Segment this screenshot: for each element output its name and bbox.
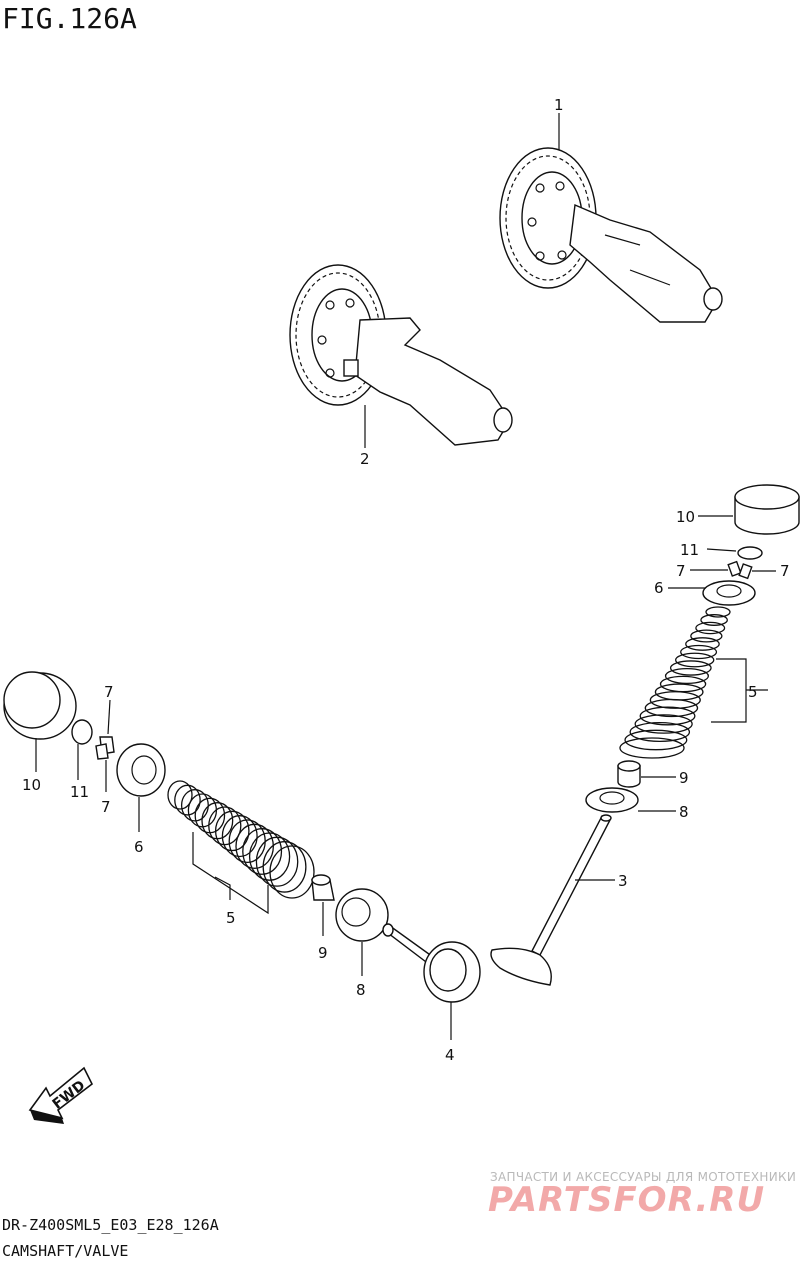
spring-coil (248, 832, 291, 881)
intake-valve[interactable] (382, 923, 481, 1003)
callout-4: 4 (445, 1046, 455, 1064)
camshaft-intake[interactable] (289, 264, 513, 446)
callout-5-left: 5 (226, 909, 236, 927)
spring-coil (174, 784, 201, 816)
callout-7-left-bottom: 7 (101, 798, 111, 816)
callout-11-right: 11 (680, 541, 699, 559)
valve-spring-seat-left[interactable] (335, 888, 389, 942)
spring-coil (262, 841, 307, 893)
spring-coil (674, 652, 715, 668)
fwd-arrow-icon: FWD (28, 1066, 94, 1124)
callout-1: 1 (554, 96, 564, 114)
spring-coil (214, 810, 250, 852)
exhaust-valve[interactable] (490, 814, 612, 986)
spring-coil (649, 691, 701, 709)
section-name: CAMSHAFT/VALVE (2, 1242, 129, 1260)
callout-11-left: 11 (70, 783, 89, 801)
spring-coil (634, 714, 693, 734)
spring-coil (700, 614, 728, 626)
spring-coil (624, 729, 688, 751)
spring-coil (680, 644, 718, 660)
valve-lifter-left[interactable] (3, 671, 77, 740)
camshaft-exhaust[interactable] (499, 147, 723, 323)
callout-10-left: 10 (22, 776, 41, 794)
valve-stem-seal-left[interactable] (311, 874, 335, 901)
spring-coil (664, 667, 710, 685)
model-code: DR-Z400SML5_E03_E28_126A (2, 1216, 219, 1234)
valve-lifter-right[interactable] (734, 484, 800, 535)
valve-shim-left[interactable] (71, 719, 93, 745)
spring-coil (235, 823, 274, 869)
spring-coil (180, 789, 209, 822)
valve-cotter-left[interactable] (95, 736, 115, 760)
callout-9-right: 9 (679, 769, 689, 787)
spring-coil (644, 698, 699, 718)
spring-coil (221, 815, 258, 858)
spring-coil (695, 621, 726, 635)
figure-title: FIG.126A (2, 2, 137, 35)
callout-10-right: 10 (676, 508, 695, 526)
callout-8-right: 8 (679, 803, 689, 821)
spring-coil (619, 737, 685, 759)
valve-shim-right[interactable] (737, 546, 763, 560)
spring-coil (629, 721, 691, 743)
callout-5-right: 5 (748, 683, 758, 701)
callout-9-left: 9 (318, 944, 328, 962)
callout-8-left: 8 (356, 981, 366, 999)
spring-coil (705, 606, 731, 618)
spring-coil (685, 637, 720, 651)
spring-coil (639, 706, 696, 726)
spring-coil (167, 780, 193, 810)
spring-coil (255, 836, 299, 887)
valve-stem-seal-right[interactable] (617, 760, 641, 788)
spring-coil (669, 660, 712, 676)
spring-coil (242, 828, 283, 875)
watermark-logo: PARTSFOR.RU (488, 1180, 766, 1220)
valve-cotter-right[interactable] (727, 560, 753, 580)
callout-6-left: 6 (134, 838, 144, 856)
valve-springs-left[interactable] (167, 780, 315, 899)
callout-2: 2 (360, 450, 370, 468)
callout-7-left-top: 7 (104, 683, 114, 701)
callout-6-right: 6 (654, 579, 664, 597)
valve-spring-seat-right[interactable] (585, 787, 639, 813)
callout-3: 3 (618, 872, 628, 890)
watermark-tagline: ЗАПЧАСТИ И АКСЕССУАРЫ ДЛЯ МОТОТЕХНИКИ (490, 1170, 797, 1184)
spring-coil (690, 629, 723, 643)
spring-coil (269, 845, 315, 899)
callout-7-right-b: 7 (780, 562, 790, 580)
spring-coil (208, 806, 242, 846)
callout-7-right-a: 7 (676, 562, 686, 580)
valve-spring-retainer-left[interactable] (116, 743, 166, 797)
valve-spring-retainer-right[interactable] (702, 580, 756, 606)
valve-springs-right[interactable] (619, 606, 731, 759)
